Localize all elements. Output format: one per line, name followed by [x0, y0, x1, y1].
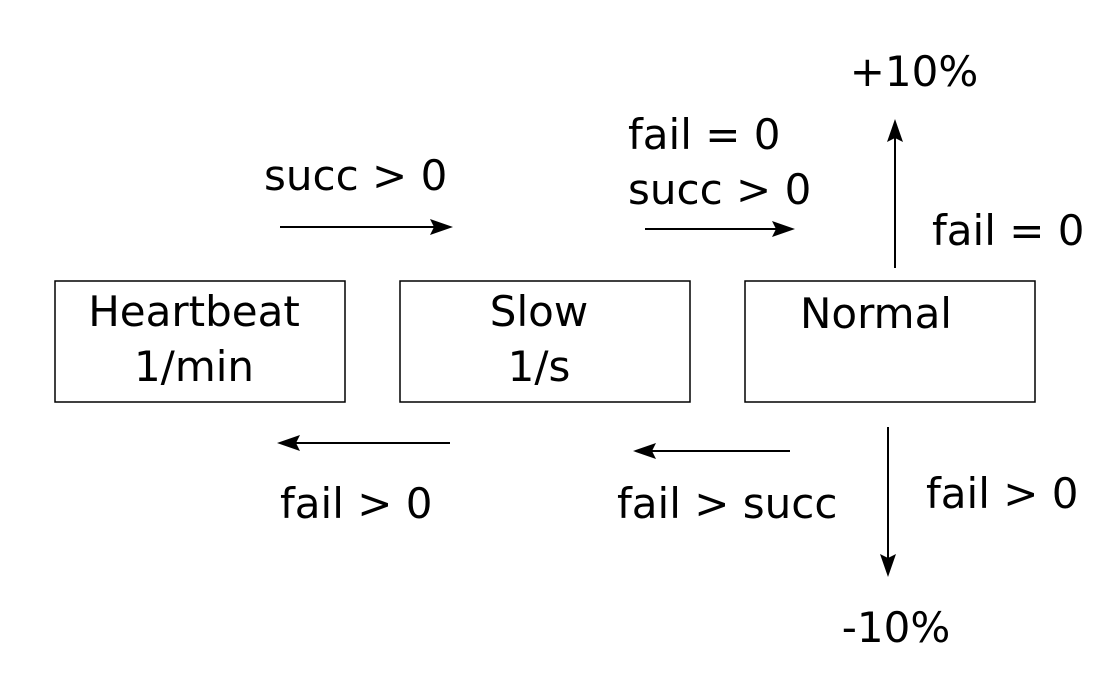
- state-slow-rate: 1/s: [508, 342, 571, 391]
- state-heartbeat-box: [54, 280, 346, 403]
- state-heartbeat-rate: 1/min: [134, 342, 254, 391]
- state-slow-box: [399, 280, 691, 403]
- state-slow-name: Slow: [490, 287, 588, 336]
- label-heartbeat-to-slow: succ > 0: [264, 151, 447, 200]
- state-normal-name: Normal: [800, 289, 952, 338]
- state-slow: Slow 1/s: [399, 280, 691, 403]
- label-slow-to-heartbeat: fail > 0: [280, 479, 432, 528]
- label-slow-to-normal-line1: fail = 0: [628, 110, 780, 159]
- transition-heartbeat-to-slow: succ > 0: [264, 151, 453, 235]
- transition-normal-decrease: fail > 0 -10%: [842, 427, 1078, 652]
- state-normal-box: [744, 280, 1036, 403]
- arrow-slow-to-heartbeat-head: [277, 435, 300, 451]
- state-normal: Normal: [744, 280, 1036, 403]
- transition-normal-increase: +10% fail = 0: [850, 47, 1084, 268]
- state-heartbeat: Heartbeat 1/min: [54, 280, 346, 403]
- arrow-normal-to-slow-head: [633, 443, 656, 459]
- label-normal-decrease-result: -10%: [842, 603, 951, 652]
- state-heartbeat-name: Heartbeat: [88, 287, 300, 336]
- label-normal-decrease-condition: fail > 0: [926, 469, 1078, 518]
- arrow-normal-decrease-head: [880, 554, 896, 577]
- arrow-normal-increase-head: [887, 119, 903, 142]
- label-normal-to-slow: fail > succ: [617, 479, 837, 528]
- transition-slow-to-heartbeat: fail > 0: [277, 435, 450, 528]
- label-normal-increase-result: +10%: [850, 47, 979, 96]
- label-normal-increase-condition: fail = 0: [932, 206, 1084, 255]
- label-slow-to-normal-line2: succ > 0: [628, 165, 811, 214]
- arrow-slow-to-normal-head: [772, 221, 795, 237]
- transition-normal-to-slow: fail > succ: [617, 443, 837, 528]
- transition-slow-to-normal: fail = 0 succ > 0: [628, 110, 811, 237]
- arrow-heartbeat-to-slow-head: [430, 219, 453, 235]
